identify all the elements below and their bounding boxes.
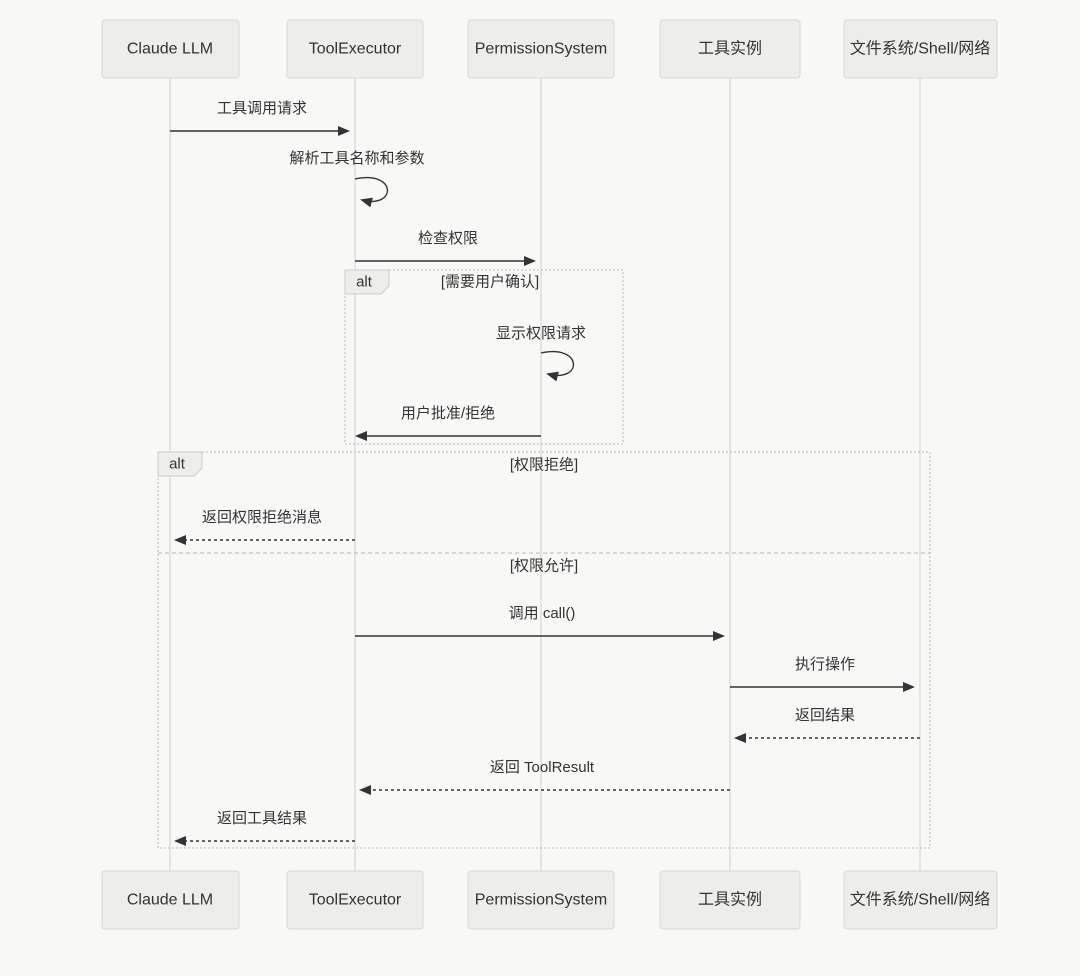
message-label: 返回 ToolResult xyxy=(490,759,595,776)
message-label: 用户批准/拒绝 xyxy=(401,405,495,422)
actor-box xyxy=(467,870,615,930)
actor-label: PermissionSystem xyxy=(475,41,607,58)
actor-label: ToolExecutor xyxy=(309,892,402,909)
alt-frame-2-label: alt xyxy=(169,456,186,473)
actor-box xyxy=(467,19,615,79)
alt-frame-1-condition: [需要用户确认] xyxy=(441,274,539,291)
actor-box xyxy=(843,19,998,79)
actor-label: 工具实例 xyxy=(698,891,762,909)
actor-bottom-permissionsystem: PermissionSystem xyxy=(467,870,615,930)
actor-bottom-claude-llm: Claude LLM xyxy=(101,870,240,930)
actor-box xyxy=(101,870,240,930)
actor-label: PermissionSystem xyxy=(475,892,607,909)
message-label: 显示权限请求 xyxy=(496,325,586,342)
actor-box xyxy=(286,870,424,930)
actor-box xyxy=(659,870,801,930)
message-self-loop xyxy=(354,176,389,208)
message-label: 返回工具结果 xyxy=(217,810,307,827)
actor-box xyxy=(286,19,424,79)
actor-label: ToolExecutor xyxy=(309,41,402,58)
actor-label: Claude LLM xyxy=(127,892,213,909)
actor-box xyxy=(101,19,240,79)
message-label: 调用 call() xyxy=(509,605,576,622)
message-self-loop xyxy=(540,350,575,382)
actor-label: 文件系统/Shell/网络 xyxy=(850,39,990,58)
message-label: 返回权限拒绝消息 xyxy=(202,509,322,526)
actor-top-tool-instance: 工具实例 xyxy=(659,19,801,79)
actor-box xyxy=(659,19,801,79)
actor-bottom-toolexecutor: ToolExecutor xyxy=(286,870,424,930)
alt-frame-1-label: alt xyxy=(356,274,373,291)
actor-box xyxy=(843,870,998,930)
alt-frame-1 xyxy=(344,269,624,445)
actor-top-toolexecutor: ToolExecutor xyxy=(286,19,424,79)
message-label: 返回结果 xyxy=(795,707,855,724)
alt-frame-2-condition-1: [权限拒绝] xyxy=(510,457,578,474)
message-label: 工具调用请求 xyxy=(217,100,307,117)
actor-top-permissionsystem: PermissionSystem xyxy=(467,19,615,79)
message-label: 检查权限 xyxy=(418,230,478,247)
alt-frame-2-label-shape xyxy=(157,451,203,477)
alt-frame-2-condition-2: [权限允许] xyxy=(510,558,578,575)
actor-top-filesystem: 文件系统/Shell/网络 xyxy=(843,19,998,79)
message-label: 执行操作 xyxy=(795,656,855,673)
actor-bottom-tool-instance: 工具实例 xyxy=(659,870,801,930)
actor-label: 文件系统/Shell/网络 xyxy=(850,890,990,909)
actor-top-claude-llm: Claude LLM xyxy=(101,19,240,79)
actor-label: 工具实例 xyxy=(698,40,762,58)
actor-bottom-filesystem: 文件系统/Shell/网络 xyxy=(843,870,998,930)
message-label: 解析工具名称和参数 xyxy=(289,150,424,167)
alt-frame-1-label-shape xyxy=(344,269,390,295)
actor-label: Claude LLM xyxy=(127,41,213,58)
alt-frame-2 xyxy=(157,451,931,849)
